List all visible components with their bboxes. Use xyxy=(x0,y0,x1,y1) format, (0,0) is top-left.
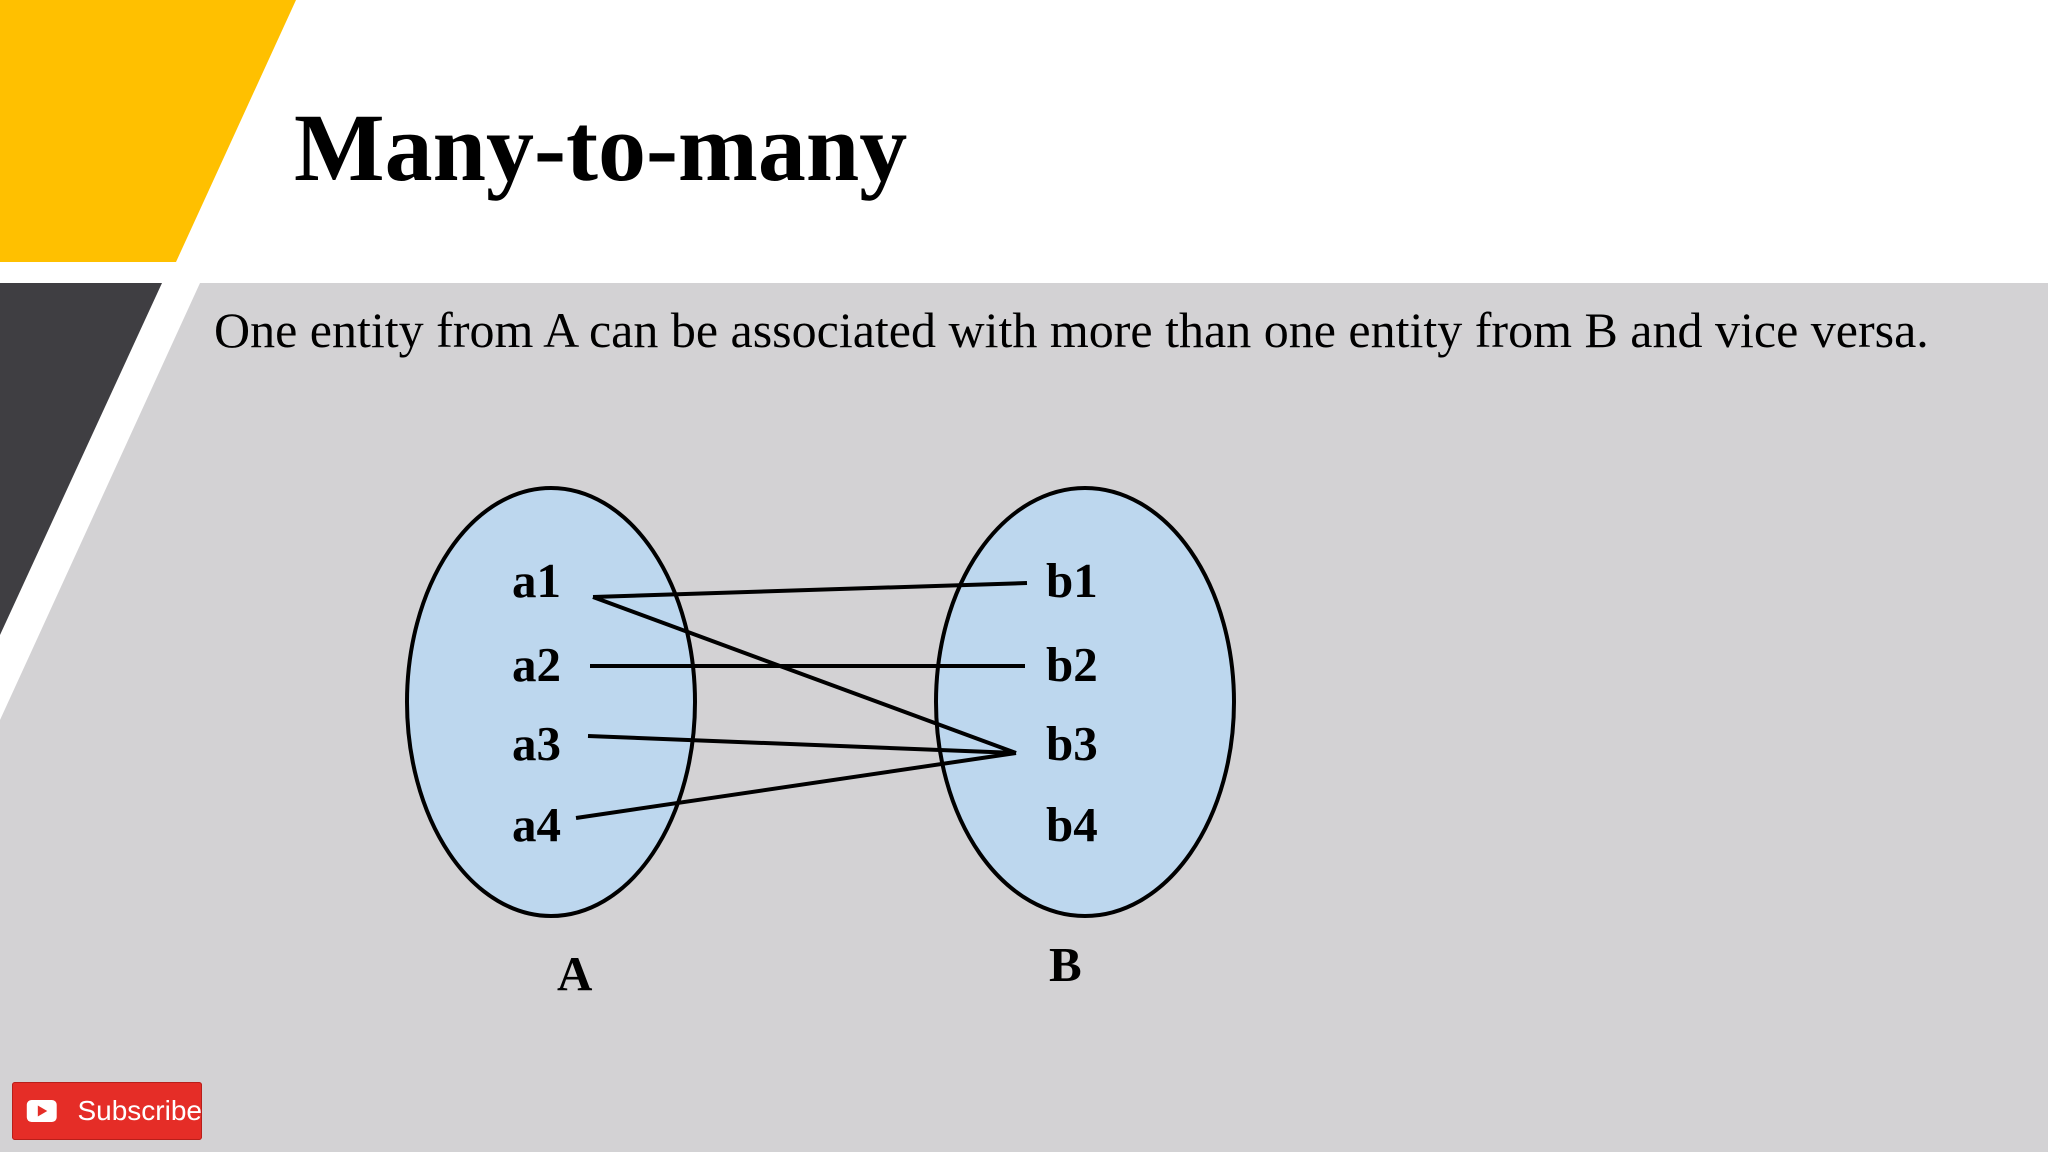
element-a4: a4 xyxy=(512,797,561,852)
element-b3: b3 xyxy=(1046,716,1098,771)
subscribe-button[interactable]: Subscribe xyxy=(12,1082,202,1140)
relation-line-a1-b1 xyxy=(592,581,1028,599)
relation-lines xyxy=(575,581,1028,820)
slide-title: Many-to-many xyxy=(294,94,908,201)
set-a-label: A xyxy=(557,946,593,1001)
element-a3: a3 xyxy=(512,716,561,771)
element-a1: a1 xyxy=(512,553,561,608)
dark-corner-accent xyxy=(0,283,162,635)
element-a2: a2 xyxy=(512,637,561,692)
youtube-play-icon xyxy=(26,1099,57,1123)
element-b1: b1 xyxy=(1046,553,1098,608)
element-b2: b2 xyxy=(1046,637,1098,692)
yellow-corner-accent xyxy=(0,0,296,262)
set-b-label: B xyxy=(1049,937,1082,992)
relation-line-a4-b3 xyxy=(575,751,1017,820)
set-b-ellipse xyxy=(934,486,1236,918)
slide-description: One entity from A can be associated with… xyxy=(214,302,1929,358)
subscribe-label: Subscribe xyxy=(77,1095,202,1126)
relation-line-a3-b3 xyxy=(587,734,1017,755)
element-b4: b4 xyxy=(1046,797,1098,852)
relation-line-a1-b3 xyxy=(592,595,1017,755)
